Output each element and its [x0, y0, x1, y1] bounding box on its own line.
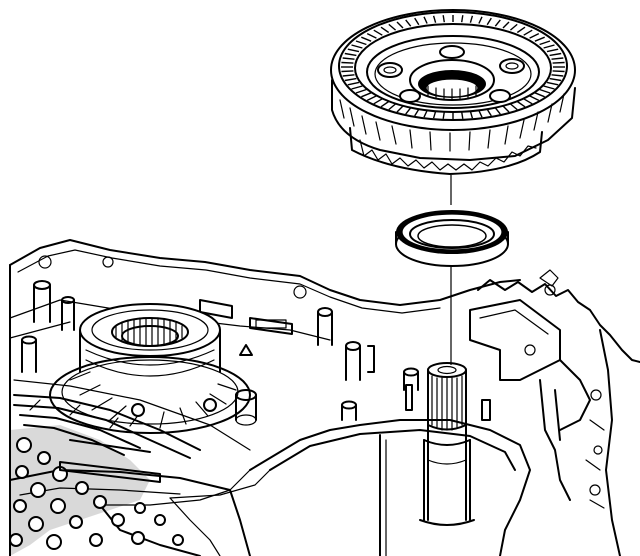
gear-tooth [494, 19, 501, 27]
gear-tooth [342, 74, 355, 77]
gear-tooth [355, 40, 367, 46]
gear-tooth [551, 74, 564, 77]
gear-tooth [478, 110, 483, 118]
thrust-bearing [395, 210, 509, 267]
gear-tooth [539, 40, 551, 46]
gear-tooth [546, 48, 559, 53]
gear-tooth [347, 81, 360, 86]
gear-tooth [351, 85, 363, 90]
ring-gear-teeth [341, 15, 565, 119]
gear-tooth [432, 15, 437, 23]
gear-tooth [373, 98, 383, 105]
gear-tooth [414, 108, 420, 117]
gear-tooth [509, 23, 518, 31]
transmission-case [9, 239, 640, 556]
output-shaft [405, 362, 491, 526]
gear-tooth [388, 103, 397, 111]
gear-tooth [529, 32, 540, 39]
gear-tooth [347, 48, 360, 53]
gear-tooth [442, 15, 445, 23]
gear-tooth [380, 100, 390, 108]
gear-tooth [502, 21, 510, 29]
gear-tooth [396, 21, 404, 29]
gear-tooth [366, 32, 377, 39]
casting-texture [9, 379, 251, 556]
gear-tooth [414, 17, 420, 26]
gear-tooth [478, 16, 483, 24]
gear-tooth [549, 77, 562, 82]
gear-tooth [546, 81, 559, 86]
gear-tooth [380, 26, 390, 34]
gear-tooth [516, 26, 526, 34]
gear-tooth [494, 107, 501, 115]
gear-tooth [461, 15, 464, 23]
planetary-ring-gear-carrier [330, 9, 576, 175]
gear-tooth [341, 70, 354, 73]
gear-tooth [344, 77, 357, 82]
gear-tooth [432, 111, 437, 119]
gear-tooth [549, 52, 562, 57]
gear-tooth [361, 92, 372, 98]
gear-tooth [543, 44, 555, 49]
gear-tooth [509, 103, 518, 111]
gear-tooth [502, 105, 510, 113]
center-support-hub [49, 303, 257, 434]
gear-tooth [461, 111, 464, 119]
gear-tooth [486, 17, 492, 26]
gear-tooth [469, 15, 474, 23]
gear-tooth [529, 95, 540, 102]
gear-tooth [355, 88, 367, 94]
gear-tooth [523, 29, 533, 36]
gear-tooth [344, 52, 357, 57]
gear-tooth [534, 92, 545, 98]
gear-tooth [552, 70, 565, 73]
gear-tooth [486, 108, 492, 117]
gear-tooth [539, 88, 551, 94]
gear-tooth [366, 95, 377, 102]
gear-tooth [423, 110, 428, 118]
gear-tooth [516, 100, 526, 108]
gear-tooth [442, 111, 445, 119]
gear-tooth [405, 19, 412, 27]
gear-tooth [469, 111, 474, 119]
gear-tooth [551, 57, 564, 60]
gear-tooth [552, 61, 565, 64]
gear-tooth [388, 23, 397, 31]
gear-tooth [351, 44, 363, 49]
gear-tooth [361, 36, 372, 42]
gear-tooth [543, 85, 555, 90]
gear-tooth [396, 105, 404, 113]
gear-tooth [342, 57, 355, 60]
gear-tooth [523, 98, 533, 105]
gear-tooth [373, 29, 383, 36]
gear-tooth [405, 107, 412, 115]
gear-tooth [423, 16, 428, 24]
gear-tooth [341, 61, 354, 64]
gear-tooth [534, 36, 545, 42]
